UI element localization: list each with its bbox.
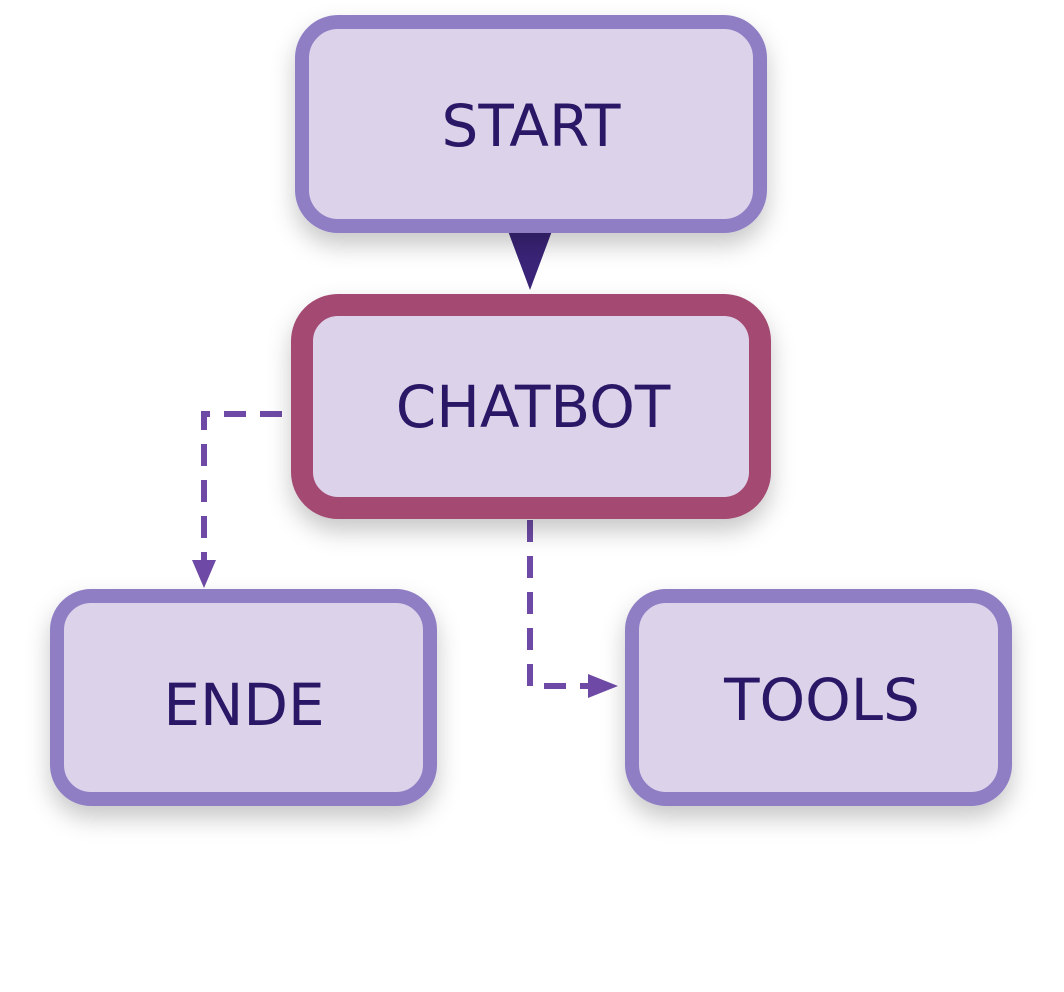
edges [192,231,618,698]
node-tools[interactable]: TOOLS [625,589,1012,806]
node-tools-label: TOOLS [723,666,920,734]
node-start-box [295,15,767,233]
node-ende-label: ENDE [163,671,324,739]
node-tools-box [625,589,1012,806]
arrowhead-tools [588,674,618,698]
edge-chatbot-to-ende [201,411,282,562]
node-start-label: START [442,92,621,160]
arrowhead-ende [192,560,216,588]
node-chatbot-box [291,294,771,519]
node-start[interactable]: START [295,15,767,233]
node-chatbot[interactable]: CHATBOT [291,294,771,519]
edge-chatbot-to-tools [527,520,592,689]
edge-start-to-chatbot [508,231,552,290]
node-ende-box [50,589,437,806]
node-ende[interactable]: ENDE [50,589,437,806]
node-chatbot-label: CHATBOT [396,373,671,441]
